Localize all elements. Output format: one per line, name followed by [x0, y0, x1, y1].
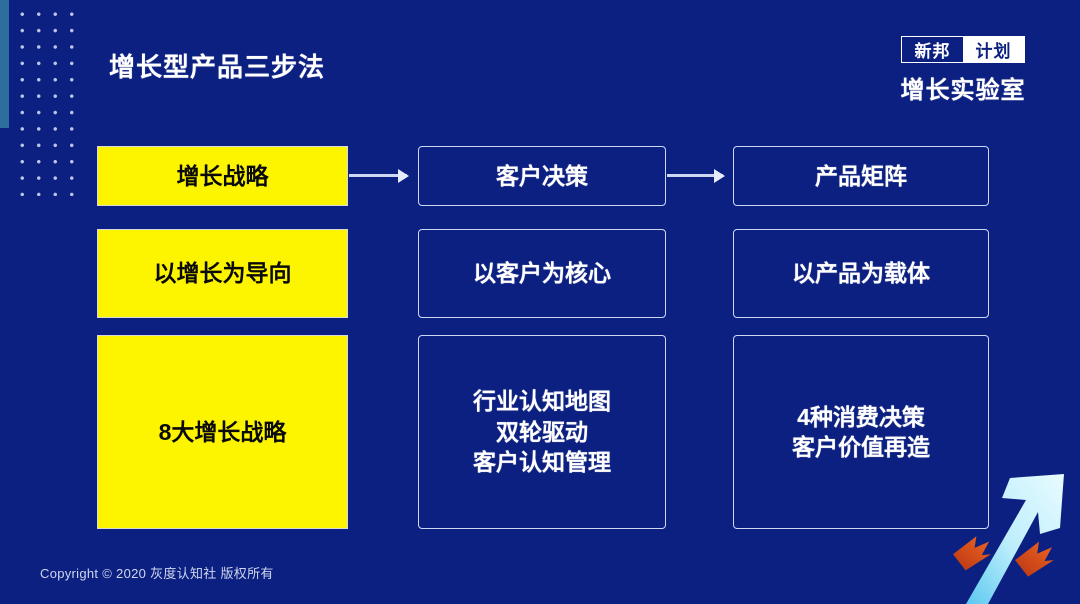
flow-box-strategy-title[interactable]: 增长战略: [97, 146, 348, 206]
flow-box-strategy-detail[interactable]: 8大增长战略: [97, 335, 348, 529]
arrow-right-icon-customer-to-product: [667, 174, 723, 177]
flow-box-product-detail[interactable]: 4种消费决策 客户价值再造: [733, 335, 989, 529]
brand-logo: 新邦 计划 增长实验室: [888, 36, 1038, 105]
logo-lab-name: 增长实验室: [900, 77, 1026, 104]
flow-box-customer-principle[interactable]: 以客户为核心: [418, 229, 666, 318]
flow-box-product-title[interactable]: 产品矩阵: [733, 146, 989, 206]
flow-box-strategy-principle[interactable]: 以增长为导向: [97, 229, 348, 318]
left-accent-bar: [0, 0, 9, 128]
logo-badge: 新邦 计划: [901, 36, 1025, 63]
dot-grid-decoration: [14, 6, 80, 196]
copyright-text: Copyright © 2020 灰度认知社 版权所有: [40, 566, 274, 581]
arrow-right-icon-strategy-to-customer: [349, 174, 407, 177]
flow-box-product-principle[interactable]: 以产品为载体: [733, 229, 989, 318]
flow-box-customer-title[interactable]: 客户决策: [418, 146, 666, 206]
logo-word-outlined: 新邦: [914, 42, 951, 61]
page-title: 增长型产品三步法: [109, 52, 326, 82]
flow-box-customer-detail[interactable]: 行业认知地图 双轮驱动 客户认知管理: [418, 335, 666, 529]
logo-word-filled: 计划: [963, 37, 1024, 62]
